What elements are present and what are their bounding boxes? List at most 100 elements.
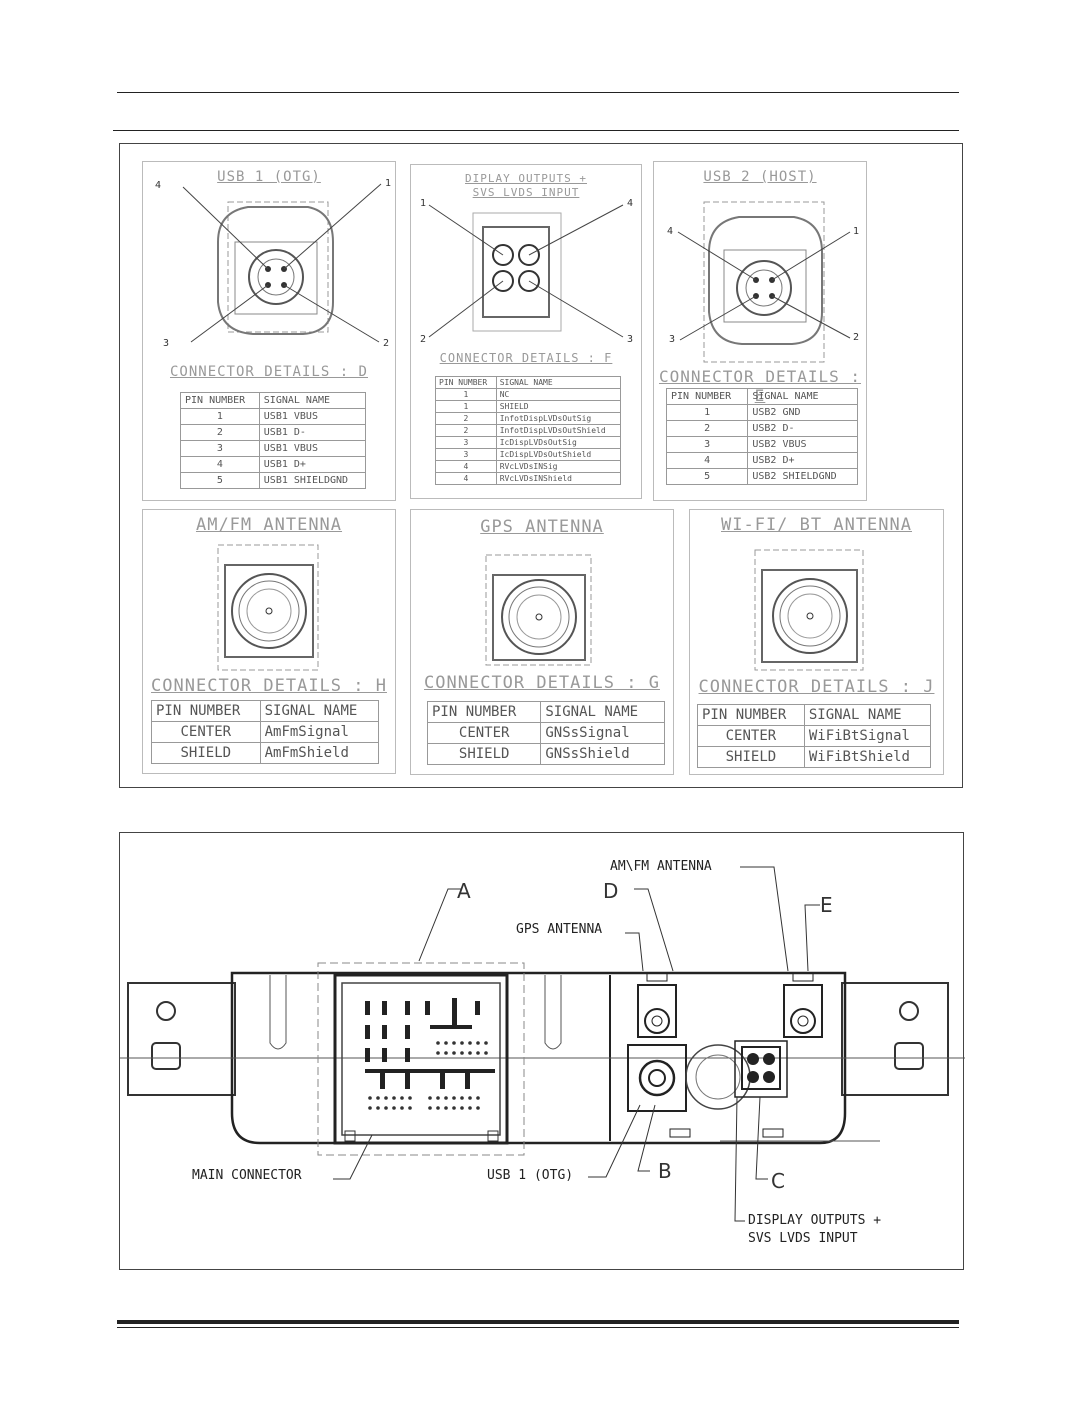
table-header: SIGNAL NAME	[495, 376, 622, 389]
main-connector-callout: MAIN CONNECTOR	[192, 1168, 302, 1183]
display-pin-label: 3	[627, 334, 634, 345]
amfm-title: AM/FM ANTENNA	[195, 515, 343, 535]
pin-cell: 5	[665, 468, 749, 485]
signal-cell: USB1 D-	[258, 424, 367, 441]
wifi-connector-details: CONNECTOR DETAILS : J	[698, 677, 935, 697]
signal-cell: AmFmSignal	[259, 721, 380, 743]
signal-cell: InfotDispLVDsOutSig	[495, 412, 622, 425]
usb2-title: USB 2 (HOST)	[703, 169, 817, 185]
header-rule-top	[117, 92, 959, 93]
table-header: PIN NUMBER	[697, 704, 805, 726]
usb2-connector-drawing	[677, 201, 851, 363]
display-panel: DIPLAY OUTPUTS + SVS LVDS INPUT 1 4 2 3 …	[410, 164, 642, 499]
usb1-title: USB 1 (OTG)	[217, 169, 321, 185]
usb2-panel: USB 2 (HOST) 4 1 3 2 CONNECTOR DETAILS :…	[653, 161, 867, 501]
table-header: SIGNAL NAME	[259, 700, 380, 722]
pin-cell: 4	[435, 460, 497, 473]
usb1-connector-details: CONNECTOR DETAILS : D	[169, 364, 368, 380]
table-header: SIGNAL NAME	[747, 388, 858, 405]
signal-cell: USB2 SHIELDGND	[747, 468, 858, 485]
pin-cell: 1	[435, 400, 497, 413]
usb1-pin-label: 1	[385, 178, 392, 189]
signal-cell: SHIELD	[495, 400, 622, 413]
signal-cell: WiFiBtSignal	[803, 725, 932, 747]
signal-cell: USB1 SHIELDGND	[258, 472, 367, 489]
wifi-title: WI-FI/ BT ANTENNA	[721, 515, 912, 535]
signal-cell: IcDispLVDsOutSig	[495, 436, 622, 449]
connector-letter-d: D	[603, 879, 619, 903]
pin-cell: 2	[180, 424, 260, 441]
wifi-panel: WI-FI/ BT ANTENNA CONNECTOR DETAILS : J …	[689, 509, 944, 775]
usb1-panel: USB 1 (OTG) 4 1 3 2 CONNECTOR DETAILS : …	[142, 161, 396, 501]
gps-antenna-callout: GPS ANTENNA	[516, 922, 603, 937]
signal-cell: USB2 D+	[747, 452, 858, 469]
signal-cell: USB1 VBUS	[258, 440, 367, 457]
signal-cell: USB2 VBUS	[747, 436, 858, 453]
connector-letter-a: A	[457, 879, 471, 903]
module-outline-drawing	[120, 866, 965, 1222]
signal-cell: WiFiBtShield	[803, 746, 932, 768]
usb1-pin-label: 4	[155, 180, 162, 191]
signal-cell: USB1 D+	[258, 456, 367, 473]
signal-cell: IcDispLVDsOutShield	[495, 448, 622, 461]
pin-cell: 2	[435, 412, 497, 425]
display-connector-details: CONNECTOR DETAILS : F	[439, 351, 613, 365]
pin-cell: 5	[180, 472, 260, 489]
display-title: DIPLAY OUTPUTS + SVS LVDS INPUT	[465, 172, 587, 199]
table-header: SIGNAL NAME	[803, 704, 932, 726]
signal-cell: USB2 D-	[747, 420, 858, 437]
pin-cell: 1	[665, 404, 749, 421]
connector-details-figure: USB 1 (OTG) 4 1 3 2 CONNECTOR DETAILS : …	[119, 143, 963, 788]
display-pin-label: 2	[420, 334, 427, 345]
pin-cell: CENTER	[426, 722, 542, 744]
amfm-panel: AM/FM ANTENNA CONNECTOR DETAILS : H PIN …	[142, 509, 396, 774]
amfm-connector-details: CONNECTOR DETAILS : H	[151, 676, 387, 696]
pin-cell: 1	[435, 388, 497, 401]
pin-cell: 3	[435, 448, 497, 461]
signal-cell: AmFmShield	[259, 742, 380, 764]
amfm-connector-drawing	[217, 544, 319, 671]
footer-rule-thin	[117, 1327, 959, 1328]
usb1-pin-label: 3	[163, 338, 170, 349]
signal-cell: USB2 GND	[747, 404, 858, 421]
pin-cell: SHIELD	[151, 742, 261, 764]
pin-cell: 4	[435, 472, 497, 485]
table-header: PIN NUMBER	[426, 701, 542, 723]
pin-cell: CENTER	[151, 721, 261, 743]
display-connector-drawing	[428, 204, 624, 338]
table-header: PIN NUMBER	[665, 388, 749, 405]
connector-letter-e: E	[820, 893, 833, 917]
display-pin-label: 1	[420, 198, 427, 209]
signal-cell: USB1 VBUS	[258, 408, 367, 425]
usb1-otg-callout: USB 1 (OTG)	[487, 1168, 574, 1183]
signal-cell: RVcLVDsINShield	[495, 472, 622, 485]
